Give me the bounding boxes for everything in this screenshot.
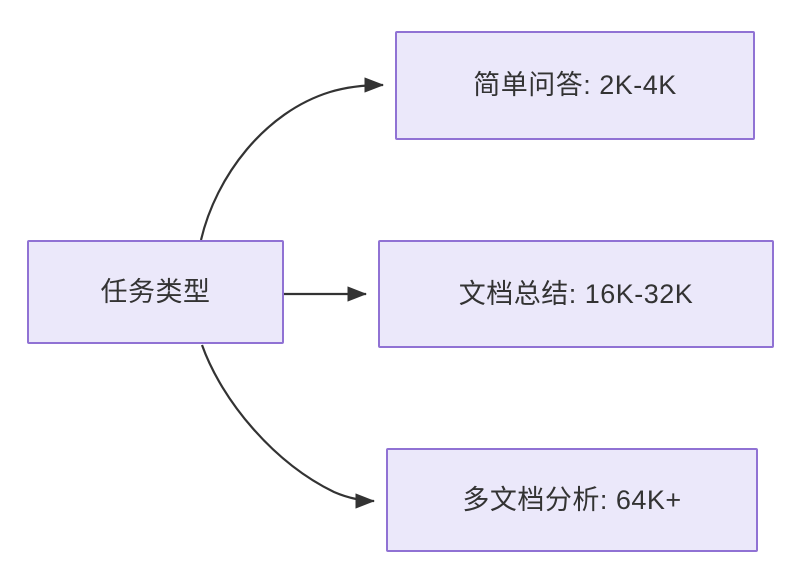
node-multi-doc-analysis-label: 多文档分析: 64K+ xyxy=(462,484,682,515)
node-task-type-label: 任务类型 xyxy=(100,276,211,307)
node-simple-qa[interactable]: 简单问答: 2K-4K xyxy=(395,31,755,140)
edge-to-simple-qa xyxy=(199,77,385,241)
node-simple-qa-label: 简单问答: 2K-4K xyxy=(473,70,677,101)
node-doc-summary-label: 文档总结: 16K-32K xyxy=(458,278,694,309)
edge-to-multi-doc-analysis xyxy=(200,344,376,509)
node-task-type[interactable]: 任务类型 xyxy=(27,240,284,344)
node-multi-doc-analysis[interactable]: 多文档分析: 64K+ xyxy=(386,448,758,552)
node-doc-summary[interactable]: 文档总结: 16K-32K xyxy=(378,240,774,348)
